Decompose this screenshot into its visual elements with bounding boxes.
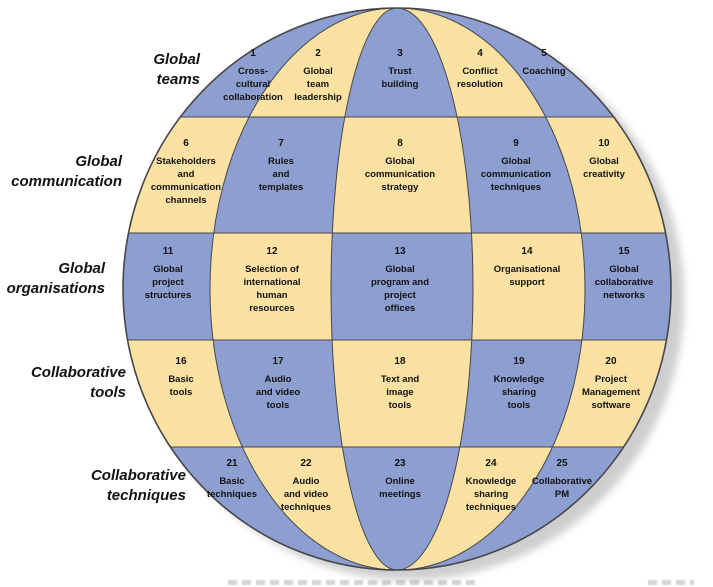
cell-7: 7 Rules and templates [258, 138, 304, 193]
cell-18: 18 Text and image tools [380, 356, 420, 411]
cell-20: 20 Project Management software [581, 356, 641, 411]
row-label-global-teams: Global teams [153, 51, 200, 88]
cell-13: 13 Global program and project offices [370, 246, 430, 314]
cell-24: 24 Knowledge sharing techniques [465, 458, 517, 513]
cell-16: 16 Basic tools [168, 356, 194, 398]
cell-25: 25 Collaborative PM [531, 458, 593, 500]
cropped-caption-fragment [228, 580, 476, 585]
cell-17: 17 Audio and video tools [255, 356, 301, 411]
cell-12: 12 Selection of international human reso… [243, 246, 301, 314]
cell-2: 2 Global team leadership [294, 48, 342, 103]
row-label-global-communication: Global communication [11, 153, 122, 190]
cell-4: 4 Conflict resolution [457, 48, 503, 90]
cell-11: 11 Global project structures [144, 246, 192, 301]
globe-outline [122, 7, 672, 571]
row-label-global-organisations: Global organisations [6, 260, 105, 297]
cell-10: 10 Global creativity [583, 138, 625, 180]
cell-3: 3 Trust building [381, 48, 419, 90]
cell-9: 9 Global communication techniques [480, 138, 552, 193]
cell-14: 14 Organisational support [493, 246, 561, 288]
cropped-caption-fragment [648, 580, 694, 585]
cell-1: 1 Cross- cultural collaboration [223, 48, 283, 103]
cell-15: 15 Global collaborative networks [594, 246, 654, 301]
cell-5: 5 Coaching [522, 48, 566, 77]
cell-6: 6 Stakeholders and communication channel… [150, 138, 222, 206]
latitude-lines [123, 116, 671, 448]
row-label-collaborative-techniques: Collaborative techniques [90, 467, 186, 504]
cell-23: 23 Online meetings [379, 458, 421, 500]
cell-19: 19 Knowledge sharing tools [493, 356, 545, 411]
cell-21: 21 Basic techniques [206, 458, 258, 500]
cell-8: 8 Global communication strategy [364, 138, 436, 193]
meridian-lines [209, 8, 586, 570]
cell-22: 22 Audio and video techniques [280, 458, 332, 513]
row-label-collaborative-tools: Collaborative tools [30, 364, 126, 401]
